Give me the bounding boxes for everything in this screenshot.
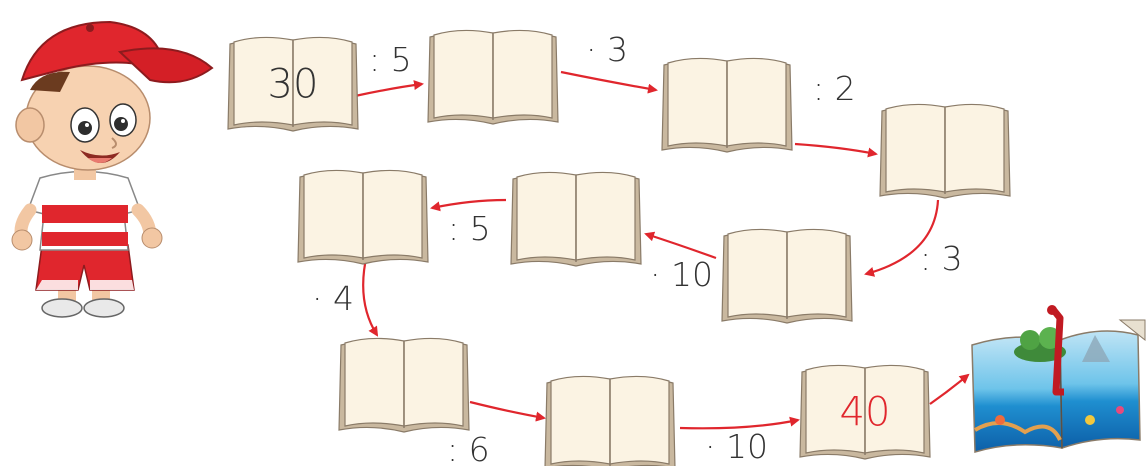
book-left-page [344, 337, 405, 427]
book-9 [544, 375, 676, 466]
operation-label: · 3 [586, 30, 628, 69]
book-left-page [516, 171, 577, 261]
arrow-8 [469, 400, 546, 422]
operation-label: · 10 [705, 427, 768, 466]
book-right-page [362, 169, 423, 259]
book-8 [338, 337, 470, 433]
book-right-page [864, 364, 925, 454]
book-right-page [609, 375, 670, 465]
book-1: 30 [227, 36, 359, 132]
operation-label: : 6 [447, 430, 490, 466]
operation-label: : 5 [369, 40, 412, 79]
book-left-page [727, 228, 788, 318]
open-picture-book-icon [971, 305, 1146, 453]
book-right-page [726, 57, 787, 147]
arrow-6 [430, 198, 507, 212]
operation-label: : 3 [920, 239, 963, 278]
operation-label: : 5 [448, 209, 491, 248]
arrow-9 [679, 416, 800, 430]
book-value: 30 [268, 62, 319, 108]
book-10: 40 [799, 364, 931, 460]
book-right-page [786, 228, 847, 318]
arrow-3 [794, 142, 878, 158]
arrow-4 [864, 199, 940, 277]
book-5 [721, 228, 853, 324]
book-7 [297, 169, 429, 265]
book-4 [879, 103, 1011, 199]
book-right-page [492, 29, 553, 119]
arrow-2 [560, 70, 658, 94]
boy-character-icon [11, 20, 214, 318]
book-right-page [403, 337, 464, 427]
book-left-page [550, 375, 611, 465]
book-left-page [433, 29, 494, 119]
book-layer: 30 40 [227, 29, 1011, 466]
arrow-5 [644, 231, 717, 260]
arrow-1 [354, 80, 424, 98]
book-right-page [292, 36, 353, 126]
book-2 [427, 29, 559, 125]
operation-label: · 4 [312, 279, 354, 318]
book-left-page [667, 57, 728, 147]
book-left-page [303, 169, 364, 259]
book-right-page [944, 103, 1005, 193]
book-3 [661, 57, 793, 153]
arrow-10 [929, 373, 970, 405]
book-left-page [885, 103, 946, 193]
book-value: 40 [840, 390, 891, 436]
operation-label: · 10 [650, 255, 713, 294]
operation-layer: : 5 · 3 : 2 : 3 · 10 : 5 · 4 : 6 · 10 [312, 30, 963, 466]
book-6 [510, 171, 642, 267]
operation-label: : 2 [813, 69, 856, 108]
book-right-page [575, 171, 636, 261]
